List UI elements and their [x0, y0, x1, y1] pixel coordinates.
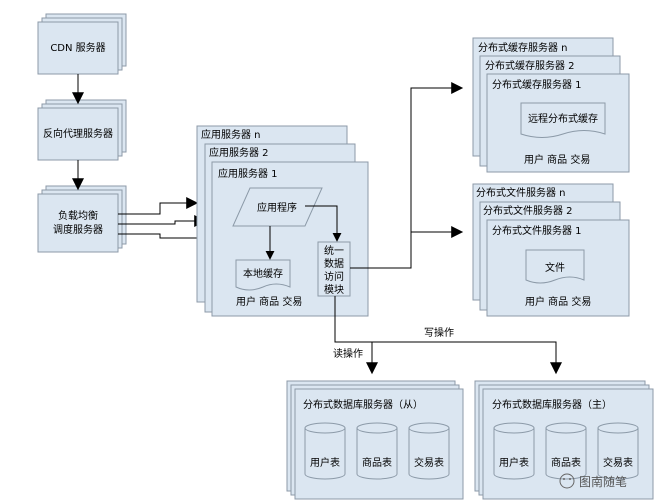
file-server-1: 分布式文件服务器 1: [486, 219, 630, 317]
reverse-proxy-label: 反向代理服务器: [43, 127, 113, 140]
file-shape: [525, 249, 585, 284]
data-access-module: [317, 241, 351, 297]
arrow-dal-to-cache: [350, 82, 464, 269]
slave-trade-table: 交易表: [408, 422, 450, 480]
app-server-2-label: 应用服务器 2: [209, 146, 269, 159]
arrow-read-to-slave: [334, 296, 378, 375]
cache-server-n-label: 分布式缓存服务器 n: [478, 41, 568, 54]
remote-cache-label: 远程分布式缓存: [528, 112, 598, 125]
local-cache-label: 本地缓存: [243, 267, 283, 280]
read-op-label: 读操作: [333, 347, 363, 360]
cache-server-1-label: 分布式缓存服务器 1: [492, 78, 582, 91]
master-goods-table: 商品表: [545, 422, 587, 480]
arrow-app-to-dal: [305, 205, 342, 242]
app-program-label: 应用程序: [257, 201, 297, 214]
slave-goods-table-label: 商品表: [362, 456, 392, 469]
cdn-server-stack: CDN 服务器: [37, 13, 127, 75]
dal-label-1: 统一: [324, 244, 344, 257]
app-tables-label: 用户 商品 交易: [236, 295, 302, 308]
master-trade-table-label: 交易表: [603, 456, 633, 469]
load-balancer-stack: 负载均衡 调度服务器: [37, 185, 127, 253]
slave-user-table-label: 用户表: [310, 456, 340, 469]
file-server-n-label: 分布式文件服务器 n: [476, 186, 566, 199]
cache-tables-label: 用户 商品 交易: [524, 153, 590, 166]
load-balancer-label-1: 负载均衡: [58, 209, 98, 222]
master-user-table-label: 用户表: [499, 456, 529, 469]
file-label: 文件: [545, 261, 565, 274]
app-program-shape: [232, 187, 323, 227]
app-server-1-label: 应用服务器 1: [218, 167, 278, 180]
master-goods-table-label: 商品表: [551, 456, 581, 469]
slave-trade-table-label: 交易表: [414, 456, 444, 469]
local-cache-shape: [235, 259, 291, 291]
db-slave-label: 分布式数据库服务器（从）: [303, 398, 423, 411]
arrows-lb-to-app: [118, 197, 214, 244]
file-tables-label: 用户 商品 交易: [525, 295, 591, 308]
file-server-1-label: 分布式文件服务器 1: [492, 224, 582, 237]
slave-user-table: 用户表: [304, 422, 346, 480]
dal-label-3: 访问: [324, 270, 344, 283]
master-trade-table: 交易表: [597, 422, 639, 480]
file-server-2-label: 分布式文件服务器 2: [483, 204, 573, 217]
cdn-server-label: CDN 服务器: [50, 41, 105, 54]
master-user-table: 用户表: [493, 422, 535, 480]
app-server-n-label: 应用服务器 n: [201, 128, 261, 141]
remote-cache-shape: [520, 102, 606, 138]
db-master-label: 分布式数据库服务器（主）: [492, 398, 612, 411]
watermark-label: 图南随笔: [579, 474, 627, 489]
write-op-label: 写操作: [424, 326, 454, 339]
slave-goods-table: 商品表: [356, 422, 398, 480]
dal-label-2: 数据: [324, 257, 344, 270]
wechat-icon: [559, 473, 575, 489]
reverse-proxy-stack: 反向代理服务器: [37, 99, 127, 161]
arrow-write-to-master: [372, 341, 562, 375]
dal-label-4: 模块: [324, 284, 344, 296]
watermark: 图南随笔: [559, 473, 627, 489]
load-balancer-label-2: 调度服务器: [53, 223, 103, 236]
cache-server-2-label: 分布式缓存服务器 2: [485, 59, 575, 72]
